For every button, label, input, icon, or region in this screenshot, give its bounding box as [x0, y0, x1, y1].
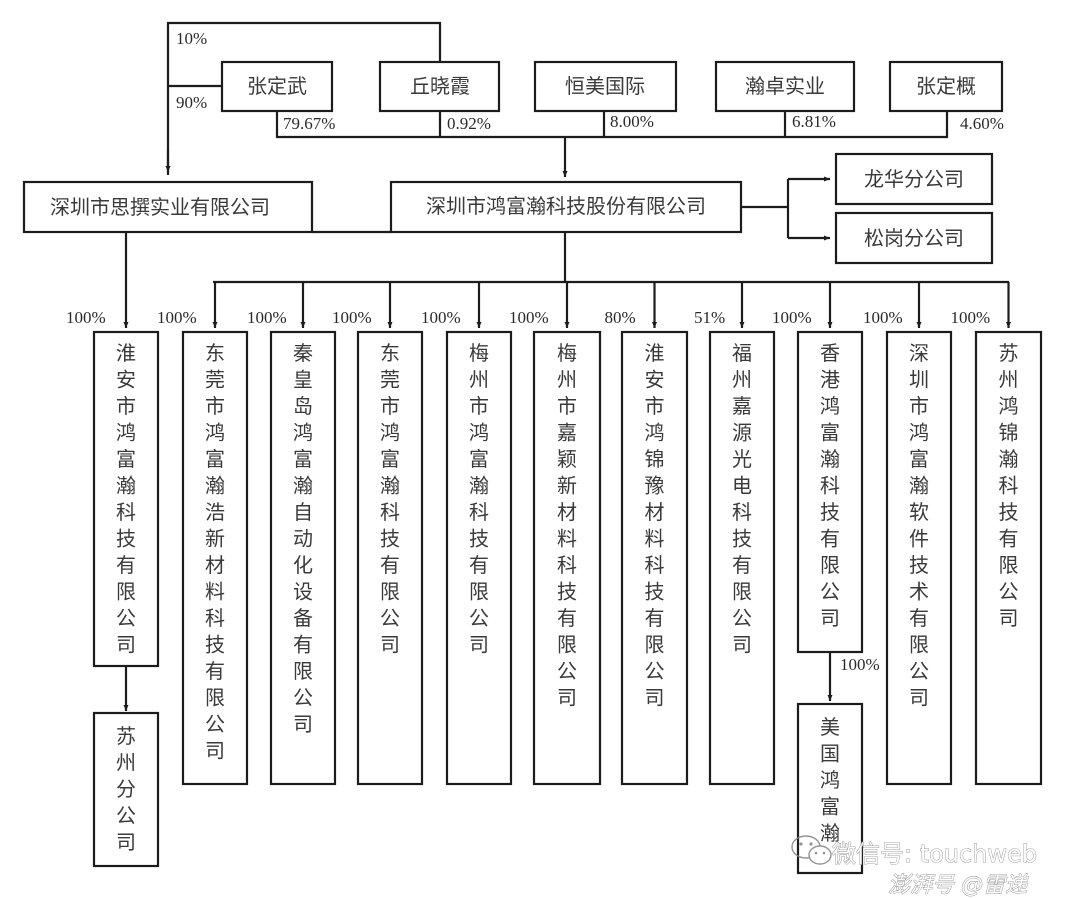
- subsidiary-row: 淮安市鸿富瀚科技有限公司 100% 东莞市鸿富瀚浩新材料科技有限公司 100% 秦皇岛鸿…: [66, 308, 1043, 786]
- subsidiary-box[interactable]: 淮安市鸿富瀚科技有限公司: [92, 330, 160, 668]
- stake-label: 51%: [694, 308, 725, 327]
- shareholder-name: 张定概: [916, 74, 976, 98]
- subsidiary-name: 梅州市嘉颖新材料科技有限公司: [557, 341, 577, 710]
- shareholder-zhang-dingwu[interactable]: 张定武: [220, 60, 334, 113]
- stake-label: 100%: [157, 308, 197, 327]
- branch-name: 龙华分公司: [864, 167, 964, 191]
- stake-label: 100%: [509, 308, 549, 327]
- subsidiary-name: 梅州市鸿富瀚科技有限公司: [469, 341, 489, 657]
- stake-label: 100%: [772, 308, 812, 327]
- subsidiary-box[interactable]: 秦皇岛鸿富瀚自动化设备有限公司: [269, 330, 337, 786]
- subsidiary-name: 东莞市鸿富瀚浩新材料科技有限公司: [205, 341, 225, 763]
- subsidiary-box[interactable]: 深圳市鸿富瀚软件技术有限公司: [885, 330, 953, 786]
- shareholder-zhang-dinggai[interactable]: 张定概: [888, 60, 1004, 113]
- subsidiary-name: 深圳市鸿富瀚软件技术有限公司: [909, 341, 929, 710]
- shareholder-stakes: 79.67% 0.92% 8.00% 6.81% 4.60% 10% 90%: [176, 29, 1004, 133]
- subsidiary-name: 淮安市鸿锦豫材料科技有限公司: [645, 341, 665, 710]
- stake-label: 4.60%: [960, 114, 1004, 133]
- branch-longhua[interactable]: 龙华分公司: [834, 152, 994, 206]
- stake-label: 90%: [176, 93, 207, 112]
- connector-qiu-to-sizhuan: [166, 21, 442, 175]
- sub-child-name: 苏州分公司: [116, 724, 136, 854]
- sub-children: 苏州分公司 美国鸿富瀚 100%: [92, 655, 880, 875]
- branch-songgang[interactable]: 松岗分公司: [834, 211, 994, 265]
- shareholder-name: 丘晓霞: [410, 74, 470, 98]
- stake-label: 10%: [176, 29, 207, 48]
- subsidiary-box[interactable]: 梅州市嘉颖新材料科技有限公司: [532, 330, 602, 786]
- subsidiary-name: 苏州鸿锦瀚科技有限公司: [999, 341, 1019, 630]
- subsidiary-box[interactable]: 香港鸿富瀚科技有限公司: [796, 330, 864, 654]
- subsidiary-name: 香港鸿富瀚科技有限公司: [820, 341, 840, 630]
- shareholder-row: 张定武 丘晓霞 恒美国际 瀚卓实业 张定概: [220, 60, 1004, 113]
- subsidiary-box[interactable]: 东莞市鸿富瀚科技有限公司: [356, 330, 424, 786]
- shareholder-bus: [275, 110, 949, 139]
- subsidiary-name: 福州嘉源光电科技有限公司: [732, 341, 752, 657]
- watermark-wechat: 微信号: touchweb: [832, 840, 1037, 868]
- stake-label: 79.67%: [283, 114, 335, 133]
- shareholder-qiu-xiaoxia[interactable]: 丘晓霞: [378, 60, 501, 113]
- subsidiary-box[interactable]: 福州嘉源光电科技有限公司: [708, 330, 776, 786]
- subsidiary-name: 东莞市鸿富瀚科技有限公司: [380, 341, 400, 657]
- shareholder-hengmei[interactable]: 恒美国际: [533, 60, 678, 113]
- connectors: [126, 21, 1009, 711]
- shareholder-name: 张定武: [247, 74, 307, 98]
- subsidiary-drops: [215, 282, 1009, 328]
- sub-child-box[interactable]: 美国鸿富瀚: [796, 702, 864, 875]
- watermark-author: 澎湃号 @雷递: [888, 873, 1029, 898]
- subsidiary-box[interactable]: 东莞市鸿富瀚浩新材料科技有限公司: [181, 330, 249, 786]
- stake-label: 80%: [605, 308, 636, 327]
- subsidiary-name: 淮安市鸿富瀚科技有限公司: [116, 341, 136, 657]
- watermark: 微信号: touchweb 澎湃号 @雷递: [791, 835, 1037, 898]
- stake-label: 8.00%: [610, 112, 654, 131]
- subsidiary-name: 秦皇岛鸿富瀚自动化设备有限公司: [293, 341, 313, 736]
- wechat-icon: [791, 835, 832, 865]
- stake-label: 100%: [66, 308, 106, 327]
- branch-name: 松岗分公司: [864, 226, 964, 250]
- shareholder-name: 瀚卓实业: [745, 74, 825, 98]
- sub-child-name: 美国鸿富瀚: [820, 715, 840, 845]
- stake-label: 100%: [247, 308, 287, 327]
- company-name: 深圳市思撰实业有限公司: [50, 195, 270, 219]
- subsidiary-box[interactable]: 淮安市鸿锦豫材料科技有限公司: [620, 330, 689, 786]
- shareholder-hanzhuo[interactable]: 瀚卓实业: [714, 60, 856, 113]
- sub-child-box[interactable]: 苏州分公司: [92, 711, 160, 868]
- company-name: 深圳市鸿富瀚科技股份有限公司: [426, 194, 706, 218]
- sizhuan-company[interactable]: 深圳市思撰实业有限公司: [22, 180, 314, 234]
- shareholder-name: 恒美国际: [565, 74, 645, 98]
- stake-label: 100%: [421, 308, 461, 327]
- subsidiary-box[interactable]: 苏州鸿锦瀚科技有限公司: [974, 330, 1043, 786]
- stake-label: 100%: [951, 308, 991, 327]
- parent-company[interactable]: 深圳市鸿富瀚科技股份有限公司: [389, 180, 743, 234]
- stake-label: 0.92%: [447, 114, 491, 133]
- stake-label: 100%: [332, 308, 372, 327]
- stake-label: 100%: [863, 308, 903, 327]
- subsidiary-box[interactable]: 梅州市鸿富瀚科技有限公司: [445, 330, 513, 786]
- stake-label: 6.81%: [792, 112, 836, 131]
- stake-label: 100%: [840, 655, 880, 674]
